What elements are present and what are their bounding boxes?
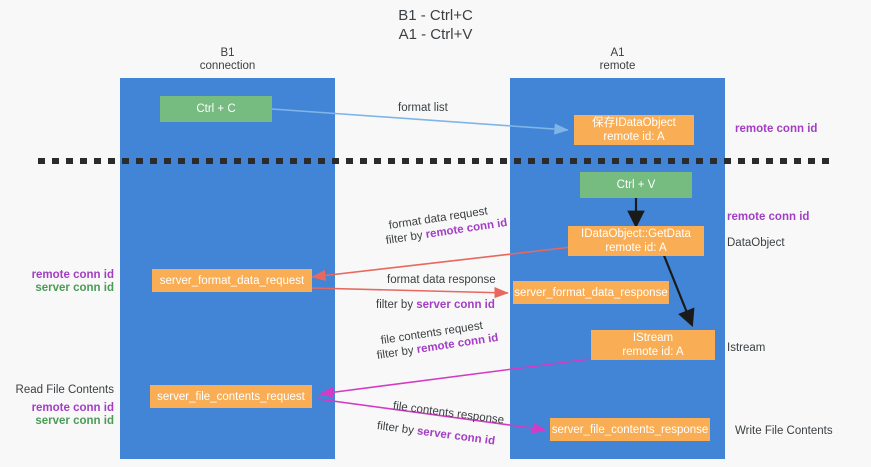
filter-key-server-conn-id: server conn id — [416, 299, 495, 311]
lane-header-b1: B1 connection — [120, 47, 335, 73]
lane-header-a1-name: A1 — [610, 47, 625, 59]
annotation-remote-conn-id-top: remote conn id — [735, 123, 818, 135]
box-server-file-contents-request[interactable]: server_file_contents_request — [150, 385, 312, 408]
annotation-remote-conn-id-mid: remote conn id — [727, 211, 810, 223]
arrow-format-data-response — [311, 287, 509, 299]
box-istream[interactable]: IStream remote id: A — [591, 330, 715, 360]
annotation-istream: Istream — [727, 342, 766, 354]
filter-key-server-conn-id: server conn id — [416, 425, 496, 448]
annotation-left-server-conn-id-mid: server conn id — [35, 282, 114, 294]
lane-header-a1: A1 remote — [510, 47, 725, 73]
box-idataobject-getdata[interactable]: IDataObject::GetData remote id: A — [568, 226, 704, 256]
title-line-2: A1 - Ctrl+V — [398, 26, 473, 43]
box-server-format-data-request[interactable]: server_format_data_request — [152, 269, 312, 292]
annotation-dataobject: DataObject — [727, 237, 785, 249]
box-ctrl-c[interactable]: Ctrl + C — [160, 96, 272, 122]
box-server-format-data-request-label: server_format_data_request — [159, 274, 305, 287]
box-istream-title: IStream — [632, 332, 674, 344]
box-server-file-contents-response[interactable]: server_file_contents_response — [550, 418, 710, 441]
filter-prefix: filter by — [376, 420, 418, 438]
annotation-write-file-contents: Write File Contents — [735, 425, 833, 437]
annotation-left-remote-conn-id-mid: remote conn id — [31, 269, 114, 281]
lane-header-a1-role: remote — [599, 60, 636, 72]
diagram-title: B1 - Ctrl+C A1 - Ctrl+V — [0, 6, 871, 44]
annotation-left-server-conn-id-low: server conn id — [35, 415, 114, 427]
lane-header-b1-role: connection — [199, 60, 256, 72]
box-ctrl-v[interactable]: Ctrl + V — [580, 172, 692, 198]
edge-label-format-list: format list — [398, 102, 448, 114]
box-server-file-contents-request-label: server_file_contents_request — [157, 390, 305, 403]
box-server-file-contents-response-label: server_file_contents_response — [551, 423, 709, 436]
filter-prefix: filter by — [376, 299, 417, 311]
box-ctrl-v-label: Ctrl + V — [616, 179, 656, 191]
edge-label-format-data-response: format data response — [387, 274, 496, 286]
lane-header-b1-name: B1 — [220, 47, 235, 59]
annotation-read-file-contents: Read File Contents — [15, 384, 114, 396]
edge-label-format-data-response-filter: filter by server conn id — [376, 298, 495, 313]
box-save-idataobject-title: 保存IDataObject — [592, 117, 676, 129]
title-line-1: B1 - Ctrl+C — [398, 7, 473, 24]
box-idataobject-getdata-title: IDataObject::GetData — [581, 228, 691, 240]
box-ctrl-c-label: Ctrl + C — [196, 103, 236, 115]
box-idataobject-getdata-remote-id: remote id: A — [605, 242, 667, 254]
box-server-format-data-response[interactable]: server_format_data_response — [513, 281, 669, 304]
box-istream-remote-id: remote id: A — [622, 346, 684, 358]
box-save-idataobject-remote-id: remote id: A — [603, 131, 665, 143]
annotation-left-remote-conn-id-low: remote conn id — [31, 402, 114, 414]
box-server-format-data-response-label: server_format_data_response — [514, 286, 668, 299]
phase-divider — [38, 158, 833, 164]
box-save-idataobject[interactable]: 保存IDataObject remote id: A — [574, 115, 694, 145]
